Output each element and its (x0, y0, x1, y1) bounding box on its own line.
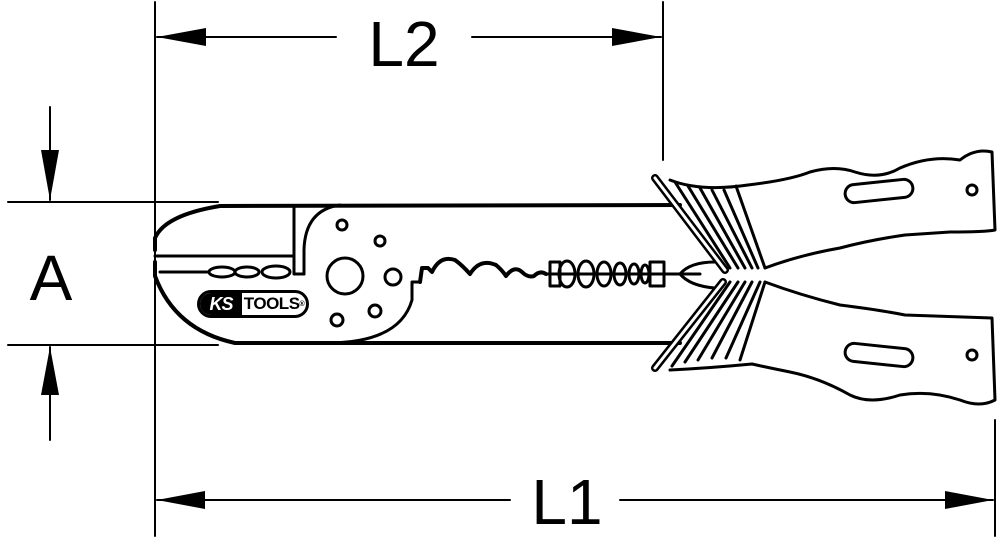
jaw-top-edge (153, 203, 682, 252)
cutter-edge (292, 204, 306, 276)
upper-handle-outline (746, 149, 997, 270)
upper-handle-slot (843, 177, 915, 205)
dimension-label-l1: L1 (520, 470, 614, 534)
stripper-notches (418, 256, 548, 284)
lower-handle-slot (843, 341, 915, 369)
l2-arrow-right (612, 28, 661, 46)
lower-handle-ribs (670, 280, 767, 368)
a-arrow-top (41, 150, 59, 200)
l2-arrow-left (157, 28, 206, 46)
a-arrow-bottom (41, 347, 59, 395)
upper-handle-ribs (673, 180, 767, 270)
pivot-hole (325, 256, 365, 296)
lower-handle-outline (668, 280, 997, 406)
logo-tools: TOOLS® (243, 294, 305, 313)
logo-ks: KS (200, 293, 242, 315)
upper-handle-hole (965, 183, 979, 197)
l1-arrow-left (157, 491, 205, 509)
ks-tools-logo: KS TOOLS® (197, 290, 309, 318)
l1-arrow-right (945, 491, 993, 509)
lower-handle-hole (965, 348, 979, 362)
plate-curve-top (302, 203, 342, 276)
plate-curve-bottom (328, 280, 422, 345)
jaw-bottom-edge (153, 260, 682, 345)
dimension-label-a: A (29, 242, 73, 314)
dimension-label-l2: L2 (343, 12, 465, 76)
